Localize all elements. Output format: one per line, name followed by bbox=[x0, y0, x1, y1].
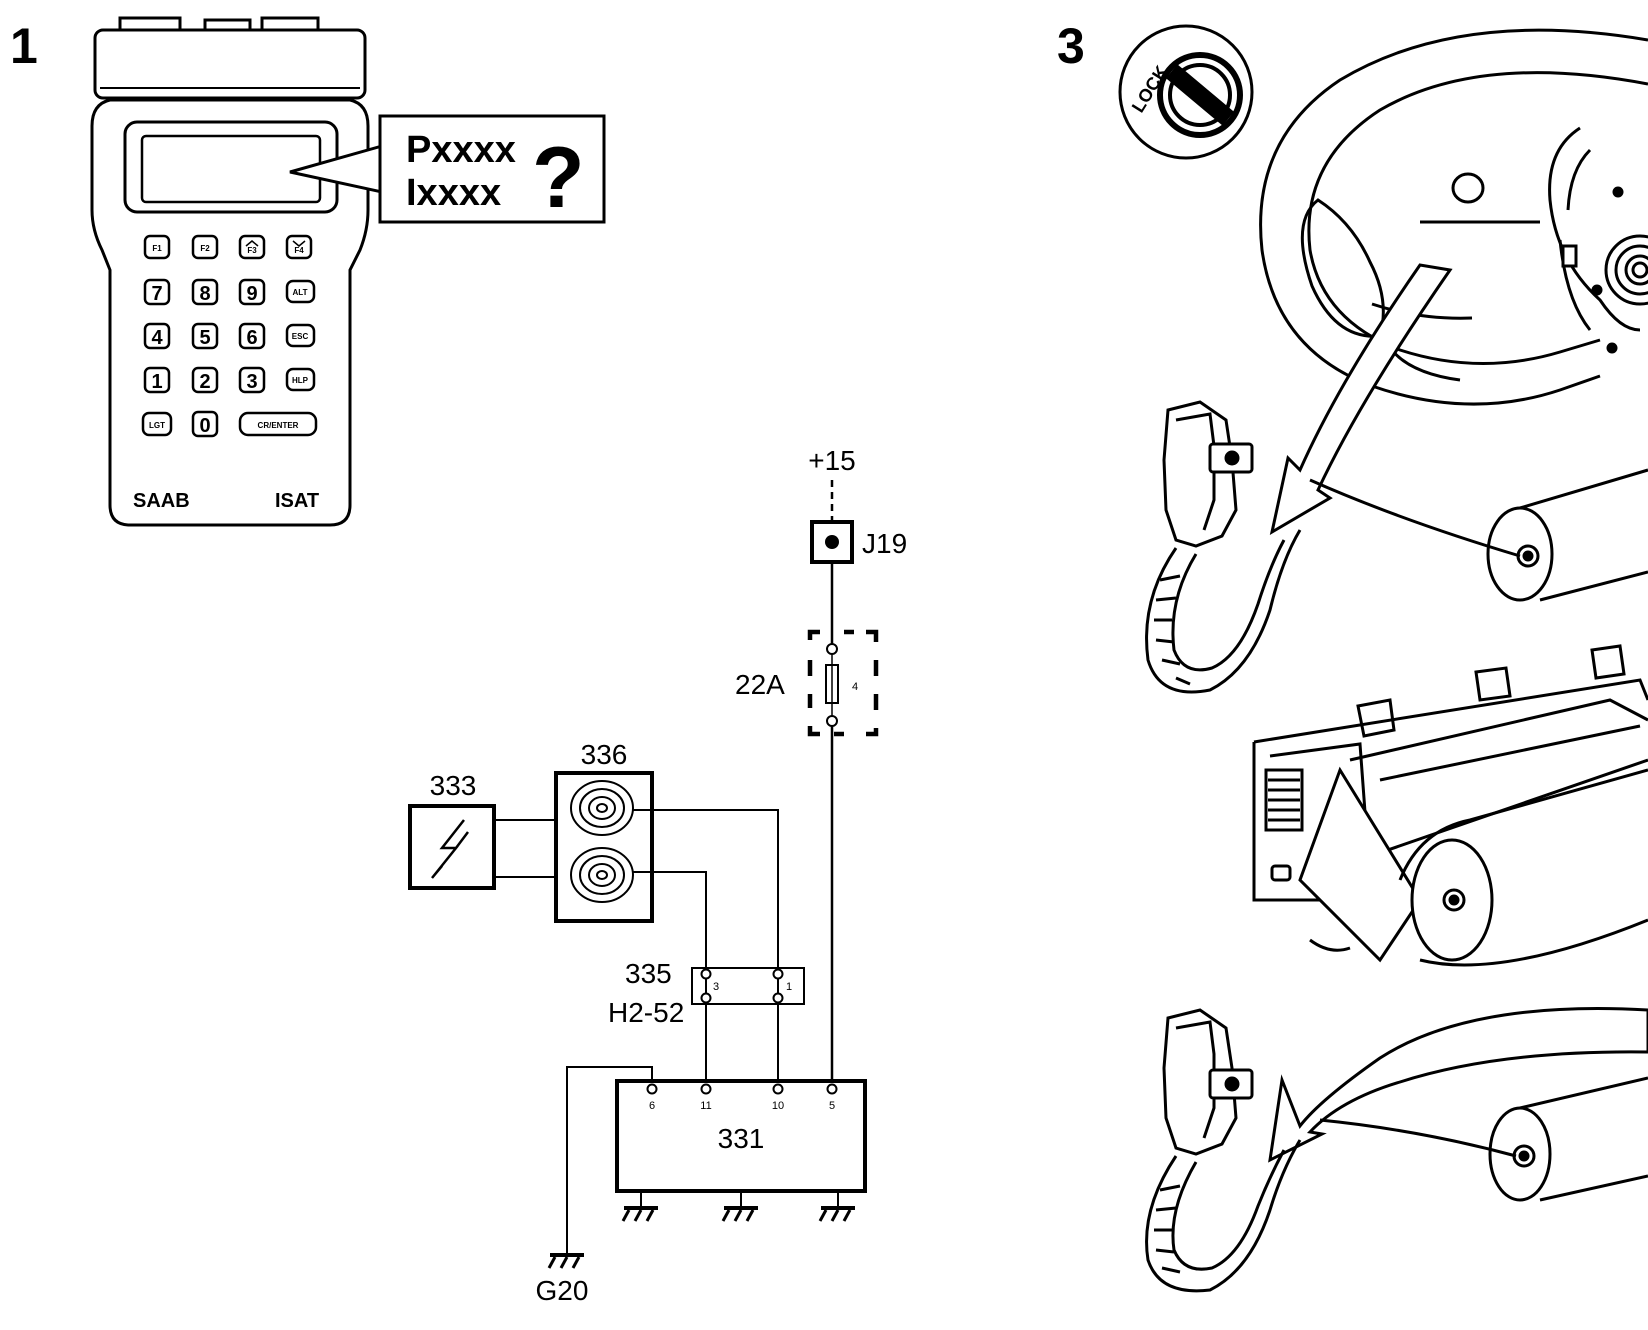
key-4[interactable]: 4 bbox=[143, 322, 171, 350]
fuse-22a: 4 22A bbox=[735, 629, 879, 737]
module-333-label: 333 bbox=[430, 770, 477, 801]
fuse-pin-label: 4 bbox=[852, 681, 858, 693]
isat-brand-isat: ISAT bbox=[275, 490, 319, 512]
circuit-schematic: +15 J19 4 22A 336 bbox=[408, 445, 907, 1306]
key-9[interactable]: 9 bbox=[238, 278, 266, 306]
step-3-number: 3 bbox=[1057, 18, 1085, 74]
key-esc-label: ESC bbox=[292, 332, 309, 341]
key-f1-label: F1 bbox=[152, 244, 162, 253]
control-unit-331-label: 331 bbox=[718, 1123, 765, 1154]
key-f3-label: F3 bbox=[247, 246, 257, 255]
key-f3[interactable]: F3 bbox=[238, 234, 266, 260]
coil-336-label: 336 bbox=[581, 739, 628, 770]
airbag-module-assembly bbox=[1252, 644, 1648, 967]
connector-j19: J19 bbox=[810, 520, 907, 564]
supply-label: +15 bbox=[808, 445, 856, 476]
keypad: 7 8 9 ALT 4 5 6 ESC 1 2 3 HLP LGT 0 CR/E… bbox=[141, 278, 318, 438]
key-5-label: 5 bbox=[199, 327, 210, 349]
fuse-label: 22A bbox=[735, 669, 785, 700]
connector-335-label: 335 bbox=[625, 958, 672, 989]
key-2[interactable]: 2 bbox=[191, 366, 219, 394]
control-unit-331: 6 11 10 5 331 bbox=[615, 1079, 867, 1193]
key-5[interactable]: 5 bbox=[191, 322, 219, 350]
key-f4[interactable]: F4 bbox=[285, 234, 313, 260]
key-7[interactable]: 7 bbox=[143, 278, 171, 306]
key-0[interactable]: 0 bbox=[191, 410, 219, 438]
arrow-icon bbox=[1269, 263, 1453, 536]
airbag-module-333: 333 bbox=[408, 770, 496, 890]
ground-g20-label: G20 bbox=[536, 1275, 589, 1306]
key-3-label: 3 bbox=[246, 371, 257, 393]
key-8-label: 8 bbox=[199, 283, 210, 305]
cu-pin-5: 5 bbox=[829, 1100, 835, 1112]
key-esc[interactable]: ESC bbox=[285, 323, 316, 348]
cu-pin-11: 11 bbox=[700, 1100, 711, 1112]
airbag-connector-upper bbox=[1145, 400, 1302, 694]
key-f2[interactable]: F2 bbox=[191, 234, 219, 260]
key-lgt-label: LGT bbox=[149, 421, 165, 430]
connector-335-code: H2-52 bbox=[608, 997, 684, 1028]
key-8[interactable]: 8 bbox=[191, 278, 219, 306]
isat-display-callout: Pxxxx Ixxxx ? bbox=[289, 114, 606, 226]
connector-j19-label: J19 bbox=[862, 528, 907, 559]
cu-pin-6: 6 bbox=[649, 1100, 655, 1112]
key-alt[interactable]: ALT bbox=[285, 279, 316, 304]
function-key-row: F1 F2 F3 F4 bbox=[143, 234, 313, 260]
ignition-lock-icon: LOCK bbox=[1118, 24, 1254, 160]
key-1-label: 1 bbox=[151, 371, 162, 393]
airbag-connector-lower bbox=[1145, 1008, 1302, 1293]
key-lgt[interactable]: LGT bbox=[141, 411, 173, 437]
key-0-label: 0 bbox=[199, 415, 210, 437]
cu-pin-10: 10 bbox=[772, 1100, 784, 1112]
isat-brand-saab: SAAB bbox=[133, 490, 190, 512]
step-1-number: 1 bbox=[10, 18, 38, 74]
inflator-lower bbox=[1319, 1076, 1648, 1202]
callout-question-mark: ? bbox=[532, 130, 585, 226]
key-cr-enter[interactable]: CR/ENTER bbox=[238, 411, 318, 437]
connector-335: 3 1 335 H2-52 bbox=[608, 958, 805, 1028]
key-9-label: 9 bbox=[246, 283, 257, 305]
key-cr-enter-label: CR/ENTER bbox=[258, 421, 299, 430]
callout-line-1: Pxxxx bbox=[406, 129, 516, 171]
key-3[interactable]: 3 bbox=[238, 366, 266, 394]
ground-g20: G20 bbox=[536, 1253, 589, 1306]
key-f1[interactable]: F1 bbox=[143, 234, 171, 260]
steering-wheel bbox=[1259, 28, 1648, 406]
key-2-label: 2 bbox=[199, 371, 210, 393]
isat-tester bbox=[90, 16, 370, 527]
key-f2-label: F2 bbox=[200, 244, 210, 253]
arrow-icon bbox=[1268, 1007, 1648, 1163]
callout-line-2: Ixxxx bbox=[406, 172, 501, 214]
key-7-label: 7 bbox=[151, 283, 162, 305]
chassis-grounds bbox=[621, 1191, 855, 1222]
key-4-label: 4 bbox=[151, 327, 163, 349]
coil-336: 336 bbox=[554, 739, 654, 923]
key-6-label: 6 bbox=[246, 327, 257, 349]
inflator-upper bbox=[1309, 468, 1648, 602]
key-hlp-label: HLP bbox=[292, 376, 309, 385]
key-f4-label: F4 bbox=[294, 246, 304, 255]
key-hlp[interactable]: HLP bbox=[285, 367, 316, 392]
connector-335-pin-1: 1 bbox=[786, 981, 792, 993]
key-6[interactable]: 6 bbox=[238, 322, 266, 350]
key-1[interactable]: 1 bbox=[143, 366, 171, 394]
key-alt-label: ALT bbox=[293, 288, 308, 297]
connector-335-pin-3: 3 bbox=[713, 981, 719, 993]
